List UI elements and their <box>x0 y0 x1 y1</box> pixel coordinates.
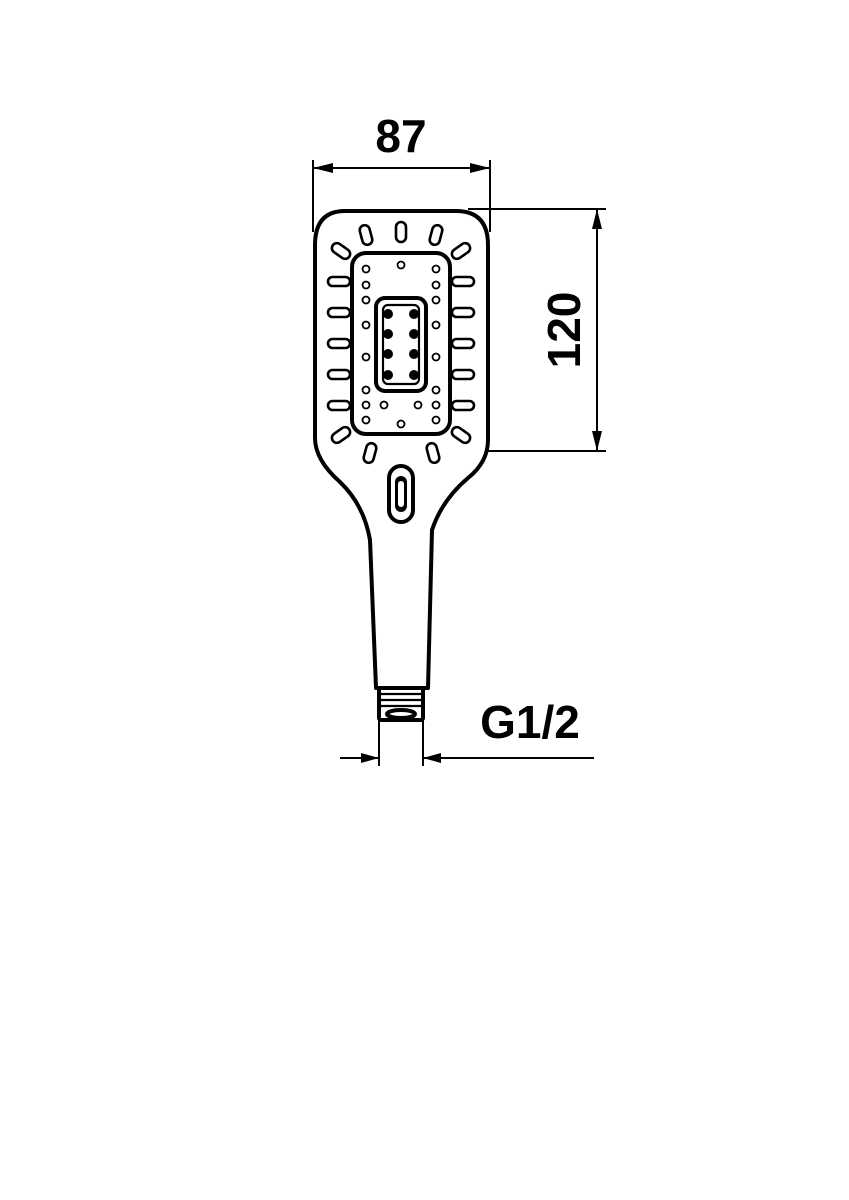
thread-dimension: G1/2 <box>340 696 594 766</box>
outer-slot-nozzles <box>326 220 476 465</box>
height-dimension: 120 <box>468 208 606 452</box>
inner-spray-plate <box>374 296 428 393</box>
width-dimension: 87 <box>312 110 491 232</box>
mode-button <box>387 464 415 524</box>
inner-nozzles <box>383 309 419 380</box>
thread-connector <box>377 686 425 722</box>
width-label: 87 <box>375 110 426 162</box>
middle-nozzles <box>361 260 441 429</box>
middle-spray-plate <box>350 251 452 436</box>
thread-label: G1/2 <box>480 696 580 748</box>
height-label: 120 <box>538 292 590 369</box>
shower-head-body <box>313 209 490 690</box>
